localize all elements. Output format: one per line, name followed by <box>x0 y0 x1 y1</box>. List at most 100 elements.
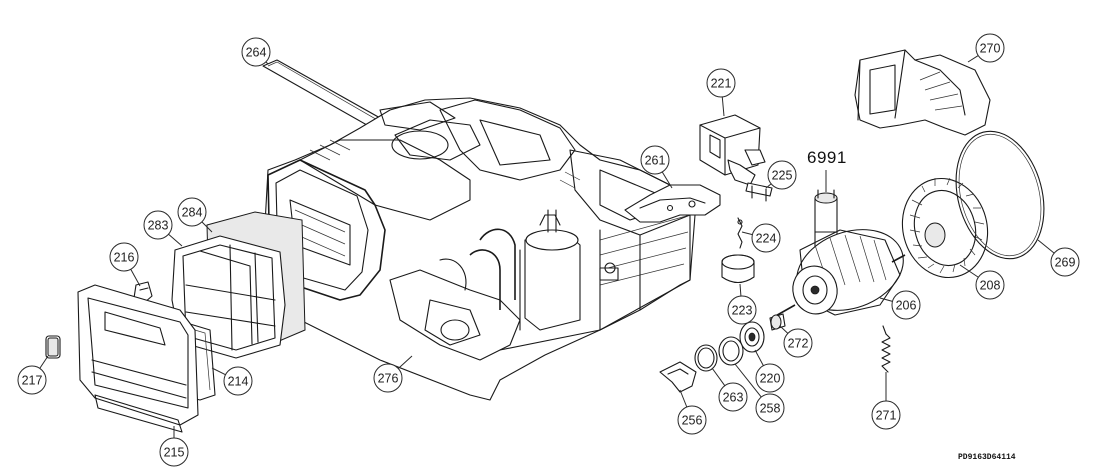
main-housing-part <box>262 97 701 401</box>
leader-225 <box>765 183 772 189</box>
callout-label: 214 <box>228 375 249 389</box>
leader-270 <box>967 55 979 63</box>
leader-221 <box>721 96 725 117</box>
knob-217-part <box>45 335 61 359</box>
leader-217 <box>39 355 49 369</box>
callout-284: 284 <box>177 197 207 227</box>
callout-269: 269 <box>1050 247 1080 277</box>
callout-label: 216 <box>114 251 135 265</box>
callout-circle <box>677 405 707 435</box>
leader-256 <box>679 389 688 408</box>
callout-circle <box>241 37 271 67</box>
callout-label: 264 <box>246 46 267 60</box>
callout-label: 221 <box>711 77 732 91</box>
callout-label: 215 <box>164 446 185 460</box>
drawing-reference: PD9163D64114 <box>958 453 1016 462</box>
callout-label: 258 <box>760 402 781 416</box>
clip-225-part <box>745 182 773 202</box>
callout-224: 224 <box>751 223 781 253</box>
callout-circle <box>755 393 785 423</box>
callout-220: 220 <box>755 363 785 393</box>
callout-label: 224 <box>756 232 777 246</box>
callout-circle <box>706 68 736 98</box>
callout-circle <box>1050 247 1080 277</box>
callout-circle <box>767 160 797 190</box>
callout-circle <box>727 295 757 325</box>
callout-283: 283 <box>143 210 173 240</box>
callout-circle <box>143 210 173 240</box>
leader-223 <box>739 283 742 297</box>
cover-261-part <box>624 184 721 223</box>
callout-circle <box>975 33 1005 63</box>
callout-214: 214 <box>223 366 253 396</box>
callout-215: 215 <box>159 437 189 467</box>
callout-label: 263 <box>723 391 744 405</box>
callout-circle <box>177 197 207 227</box>
part-code-label: 6991 <box>807 148 847 167</box>
leader-261 <box>661 171 673 189</box>
spring-271-part <box>881 325 891 373</box>
bushing-272-part <box>769 313 786 331</box>
panel-215-part <box>77 284 199 433</box>
callout-label: 276 <box>378 372 399 386</box>
ring-263-part <box>694 344 718 372</box>
fan-208-part <box>901 177 989 279</box>
callout-261: 261 <box>640 145 670 175</box>
callout-circle <box>891 290 921 320</box>
callout-271: 271 <box>871 400 901 430</box>
callout-circle <box>755 363 785 393</box>
leader-263 <box>711 367 726 386</box>
leader-220 <box>754 349 764 366</box>
callout-label: 256 <box>682 414 703 428</box>
callout-264: 264 <box>241 37 271 67</box>
duct-270-part <box>854 49 991 136</box>
callout-223: 223 <box>727 295 757 325</box>
gasket-ring-269-part <box>955 130 1045 260</box>
callout-221: 221 <box>706 68 736 98</box>
leader-258 <box>734 363 762 398</box>
callout-208: 208 <box>975 270 1005 300</box>
callout-label: 223 <box>732 304 753 318</box>
callout-circle <box>718 382 748 412</box>
callout-label: 217 <box>22 374 43 388</box>
callout-circle <box>871 400 901 430</box>
callout-label: 220 <box>760 372 781 386</box>
bearing-220-part <box>739 321 765 353</box>
leader-276 <box>397 355 413 369</box>
seal-258-part <box>718 336 744 366</box>
callout-258: 258 <box>755 393 785 423</box>
callout-circle <box>17 365 47 395</box>
callout-label: 208 <box>980 279 1001 293</box>
leader-lines <box>39 55 1055 438</box>
callout-label: 271 <box>876 409 897 423</box>
valve-221-part <box>699 114 766 186</box>
callout-263: 263 <box>718 382 748 412</box>
leader-272 <box>779 325 789 334</box>
leader-224 <box>741 231 753 236</box>
callout-256: 256 <box>677 405 707 435</box>
callout-216: 216 <box>109 242 139 272</box>
callout-label: 284 <box>182 206 203 220</box>
callout-label: 261 <box>645 154 666 168</box>
callout-217: 217 <box>17 365 47 395</box>
callout-270: 270 <box>975 33 1005 63</box>
callout-circle <box>975 270 1005 300</box>
callout-circle <box>640 145 670 175</box>
callout-272: 272 <box>783 328 813 358</box>
bracket-256-part <box>659 361 697 393</box>
leader-208 <box>959 264 979 278</box>
callout-circle <box>373 363 403 393</box>
cap-223-part <box>721 254 755 284</box>
leader-216 <box>130 269 141 287</box>
callout-circle <box>159 437 189 467</box>
wire-224-part <box>737 217 743 249</box>
leader-283 <box>168 233 183 247</box>
callout-label: 283 <box>148 219 169 233</box>
callout-label: 272 <box>788 337 809 351</box>
motor-206-part <box>771 229 906 319</box>
leader-269 <box>1037 239 1055 254</box>
callout-label: 225 <box>772 169 793 183</box>
callout-circle <box>223 366 253 396</box>
callout-276: 276 <box>373 363 403 393</box>
